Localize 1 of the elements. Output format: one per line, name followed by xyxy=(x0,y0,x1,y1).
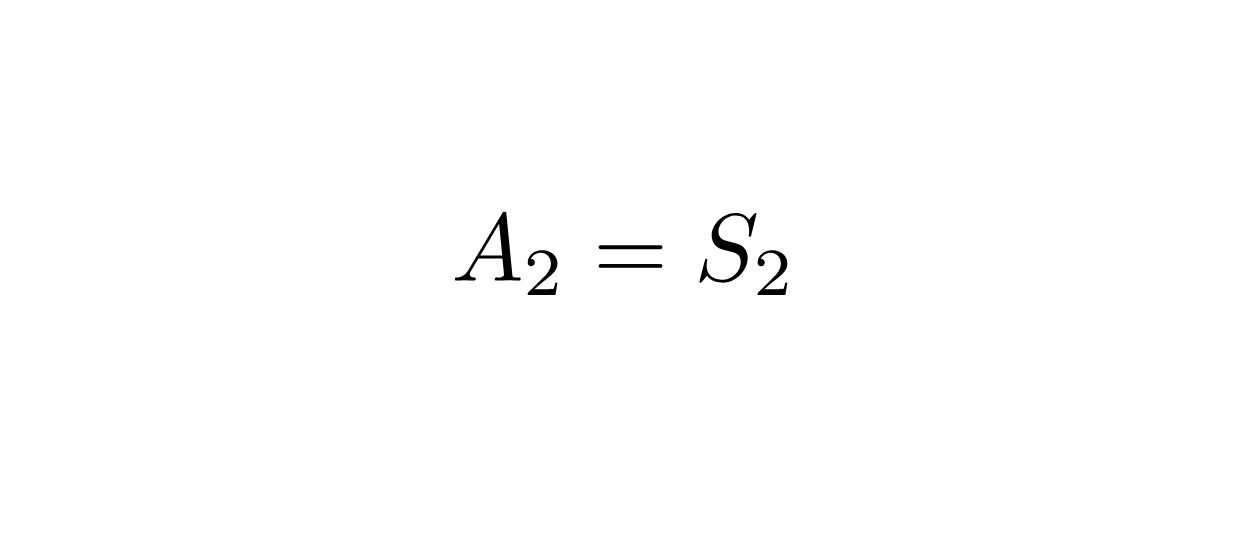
formula: $A_2 = S_2$ xyxy=(454,211,788,295)
